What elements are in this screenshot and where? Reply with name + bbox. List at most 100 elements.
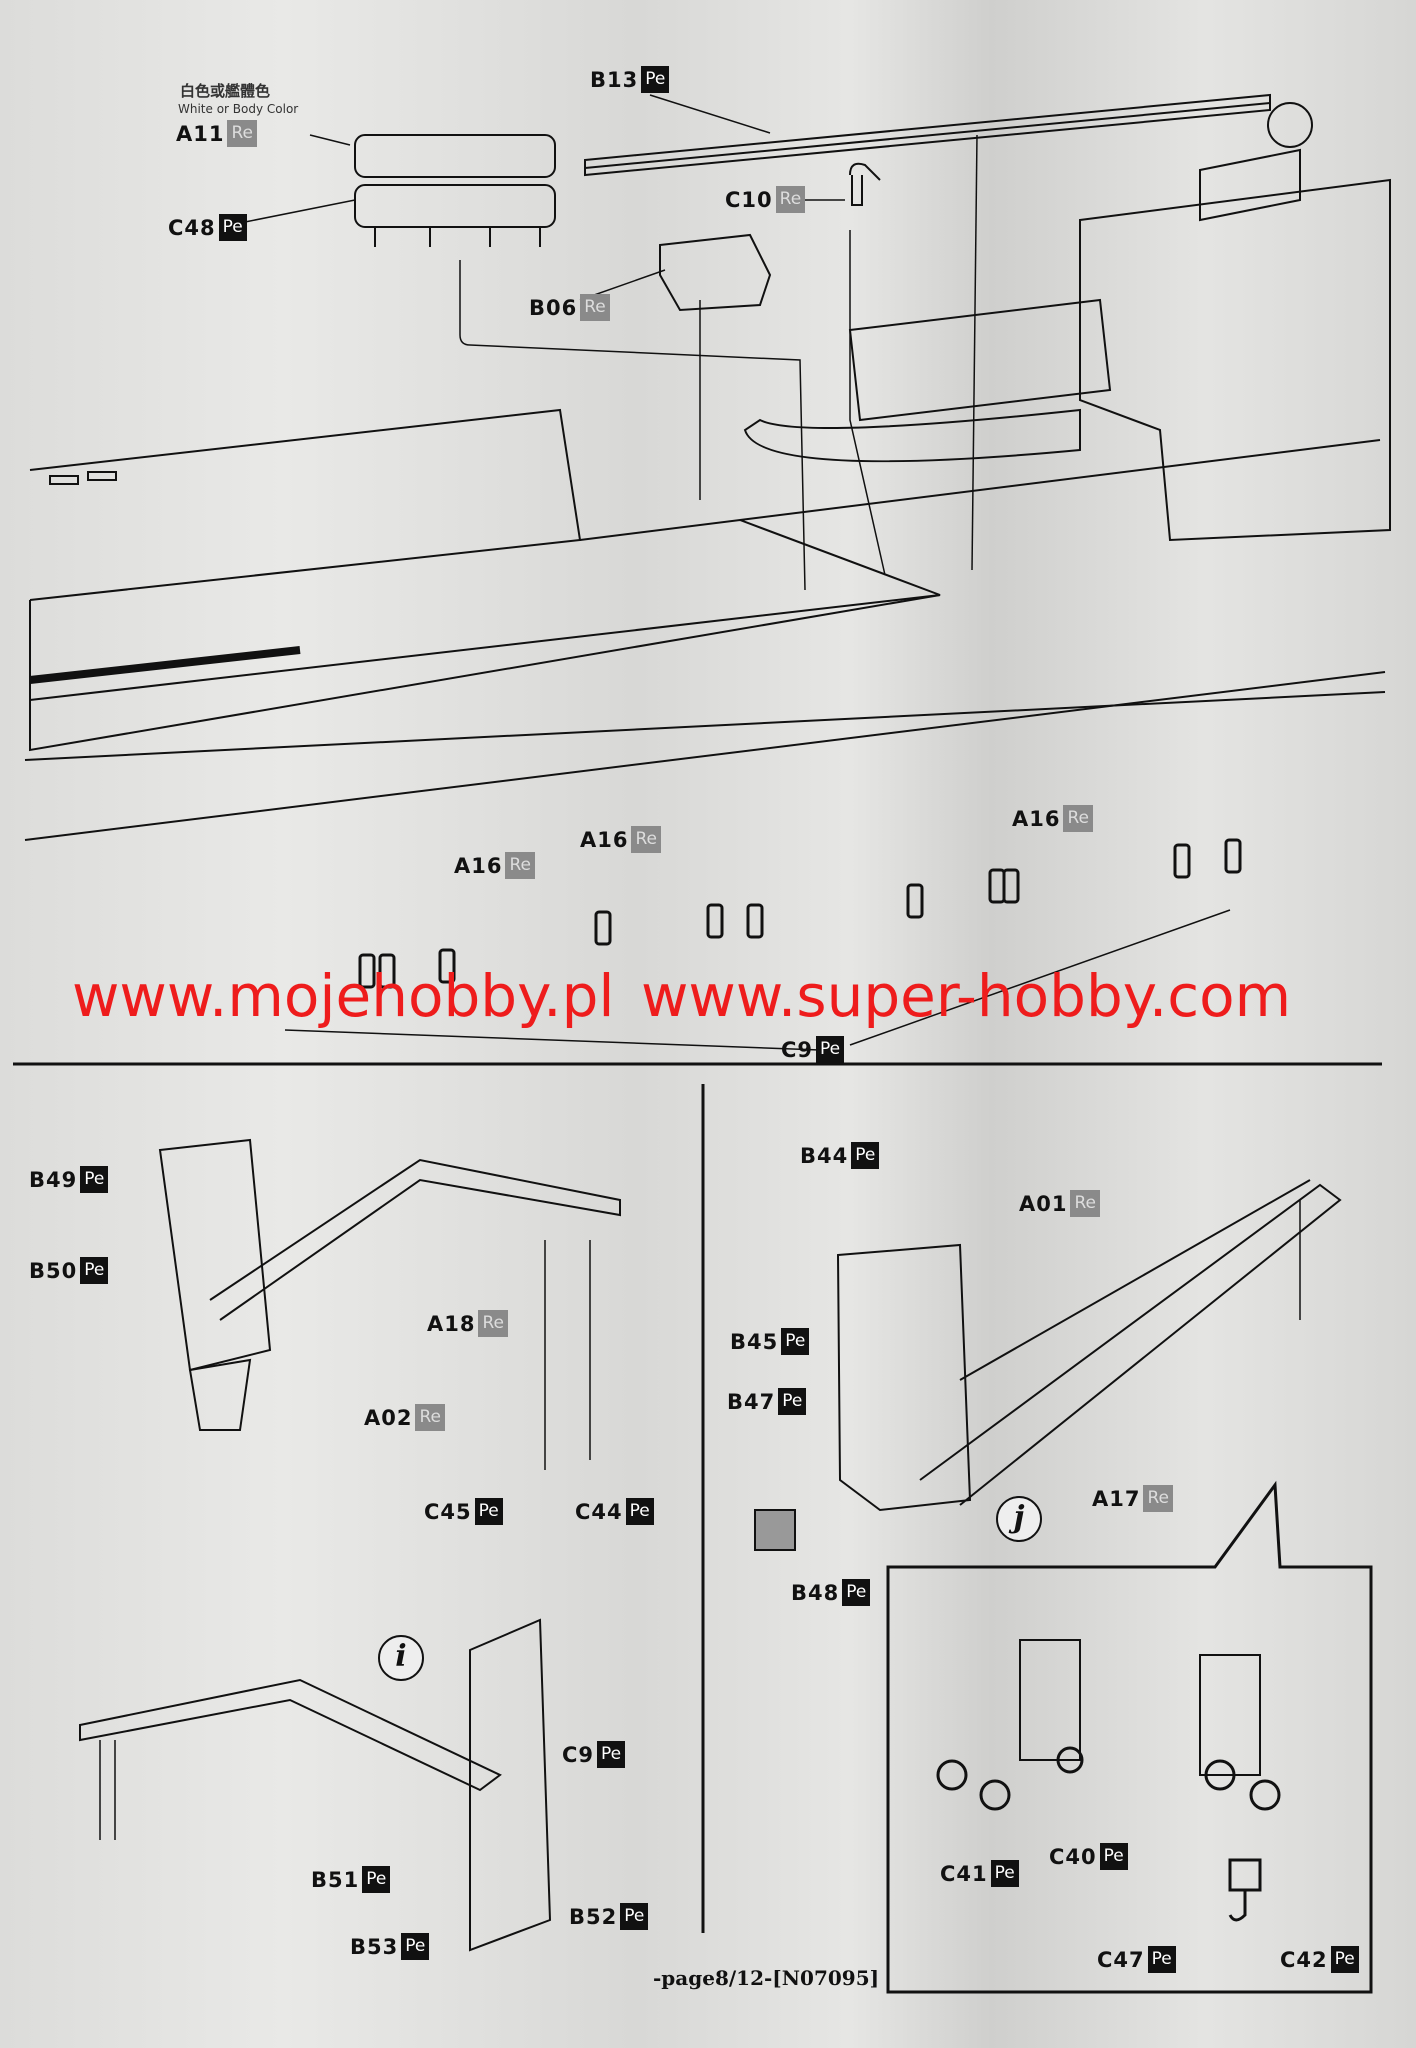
part-number: C47 [1097,1947,1145,1972]
part-number: B53 [350,1934,399,1959]
part-number: C42 [1280,1947,1328,1972]
material-badge: Pe [990,1860,1019,1887]
part-number: C40 [1049,1844,1097,1869]
part-number: B06 [529,295,578,320]
material-badge: Pe [597,1741,626,1768]
material-badge: Pe [778,1388,807,1415]
part-number: B48 [791,1580,840,1605]
material-badge: Re [1070,1190,1100,1217]
part-number: B45 [730,1329,779,1354]
part-number: A17 [1092,1486,1141,1511]
material-badge: Pe [781,1328,810,1355]
material-badge: Pe [851,1142,880,1169]
liferaft-racks [354,134,556,247]
part-number: B51 [311,1867,360,1892]
part-number: B49 [29,1167,78,1192]
material-badge: Pe [1099,1843,1128,1870]
material-badge: Pe [1330,1946,1359,1973]
part-number: B13 [590,67,639,92]
page-footer: -page8/12-[N07095] [653,1966,880,1990]
material-badge: Pe [80,1166,109,1193]
part-number: A11 [176,121,225,146]
paint-icon [754,1509,796,1551]
material-badge: Pe [1147,1946,1176,1973]
box-b06 [659,233,772,312]
part-number: C44 [575,1499,623,1524]
material-badge: Pe [625,1498,654,1525]
material-badge: Re [415,1404,445,1431]
material-badge: Pe [620,1903,649,1930]
material-badge: Pe [474,1498,503,1525]
part-number: A16 [580,827,629,852]
material-badge: Pe [362,1866,391,1893]
material-badge: Re [631,826,661,853]
material-badge: Pe [80,1257,109,1284]
material-badge: Re [1063,805,1093,832]
material-badge: Pe [401,1933,430,1960]
material-badge: Re [580,294,610,321]
material-badge: Pe [218,214,247,241]
part-number: B50 [29,1258,78,1283]
material-badge: Re [227,120,257,147]
crane-i-drawing [79,1138,621,1952]
part-number: A02 [364,1405,413,1430]
part-number: A16 [454,853,503,878]
material-badge: Re [1143,1485,1173,1512]
part-number: A01 [1019,1191,1068,1216]
c10-part [849,162,881,206]
part-number: C45 [424,1499,472,1524]
part-number: C9 [562,1742,595,1767]
material-badge: Re [505,852,535,879]
material-badge: Re [478,1310,508,1337]
part-number: B47 [727,1389,776,1414]
assembly-arrows [244,94,1231,1051]
part-number: A18 [427,1311,476,1336]
color-note-english: White or Body Color [178,102,299,116]
step-i-marker: i [378,1635,424,1681]
railing-b13 [584,93,1271,177]
watermark-text: www.mojehobby.pl www.super-hobby.com [72,962,1292,1030]
part-number: C48 [168,215,216,240]
superstructure-drawing [743,102,1391,542]
step-j-marker: j [996,1496,1042,1542]
part-number: C9 [781,1037,814,1062]
material-badge: Pe [842,1579,871,1606]
part-number: C10 [725,187,773,212]
material-badge: Pe [641,66,670,93]
part-number: B52 [569,1904,618,1929]
ship-hull-drawing [24,408,1386,841]
crane-j-drawing [836,1179,1342,1512]
part-number: A16 [1012,806,1061,831]
detail-callout-box [886,1480,1373,1994]
material-badge: Pe [816,1036,845,1063]
color-note-chinese: 白色或艦體色 [180,82,271,100]
